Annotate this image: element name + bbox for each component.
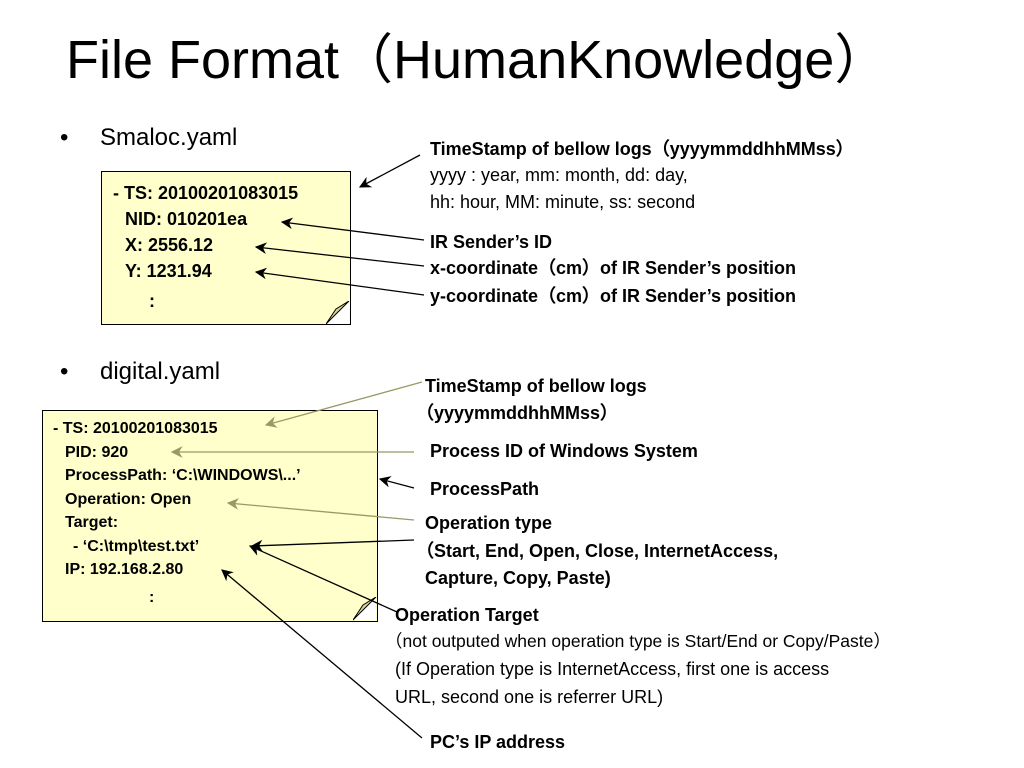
- code-line-processpath: ProcessPath: ‘C:\WINDOWS\...’: [65, 467, 301, 484]
- bullet-label-digital: digital.yaml: [100, 358, 221, 385]
- note-fold-corner: [326, 301, 350, 325]
- digital-code: - TS: 20100201083015 PID: 920 ProcessPat…: [53, 417, 301, 609]
- ann-timestamp-title: TimeStamp of bellow logs（yyyymmddhhMMss）: [430, 139, 854, 159]
- code-line-ip: IP: 192.168.2.80: [65, 561, 184, 578]
- code-line-x: X: 2556.12: [125, 235, 214, 255]
- code-line-pid: PID: 920: [65, 443, 129, 461]
- arrow-ts2: [264, 381, 423, 428]
- arrow-target: [248, 544, 398, 613]
- arrow-timestamp: [358, 154, 421, 188]
- note-fold-corner: [353, 597, 377, 621]
- ann-pid: Process ID of Windows System: [430, 441, 698, 461]
- ann-nid: IR Sender’s ID: [430, 232, 553, 252]
- ann-target-line3: (If Operation type is InternetAccess, fi…: [395, 659, 830, 679]
- smaloc-code: - TS: 20100201083015 NID: 010201ea X: 25…: [113, 180, 298, 314]
- arrow-x: [254, 242, 425, 267]
- code-line-y: Y: 1231.94: [125, 261, 212, 281]
- code-line-ts: - TS: 20100201083015: [113, 183, 299, 203]
- bullet-label-smaloc: Smaloc.yaml: [100, 124, 238, 151]
- ann-operation-line1: Operation type: [425, 513, 553, 533]
- arrow-nid: [280, 217, 425, 241]
- ann-ts2-line1: TimeStamp of bellow logs: [425, 376, 647, 396]
- code-line-operation: Operation: Open: [65, 490, 192, 508]
- ann-target-line1: Operation Target: [395, 605, 539, 625]
- arrow-operation: [226, 498, 415, 521]
- ann-x: x-coordinate（cm）of IR Sender’s position: [430, 258, 797, 278]
- ann-processpath: ProcessPath: [430, 479, 540, 499]
- arrow-operation-2: [250, 539, 415, 552]
- code-line-ellipsis: :: [149, 291, 155, 311]
- code-line-nid: NID: 010201ea: [125, 209, 248, 229]
- ann-y: y-coordinate（cm）of IR Sender’s position: [430, 286, 797, 306]
- code-line-ts: - TS: 20100201083015: [53, 420, 218, 437]
- arrow-y: [254, 267, 425, 296]
- ann-operation-line2: （Start, End, Open, Close, InternetAccess…: [416, 541, 779, 561]
- ann-operation-line3: Capture, Copy, Paste): [425, 568, 611, 588]
- ann-timestamp-line2: yyyy : year, mm: month, dd: day,: [430, 165, 688, 185]
- ann-target-line2: （not outputed when operation type is Sta…: [385, 631, 891, 651]
- ann-ts2-line2: （yyyymmddhhMMss）: [416, 403, 619, 423]
- ann-ip: PC’s IP address: [430, 732, 566, 752]
- ann-target-line4: URL, second one is referrer URL): [395, 687, 664, 707]
- arrow-ip: [221, 569, 423, 739]
- smaloc-note: [101, 171, 351, 325]
- bullet-digital: • digital.yaml: [60, 358, 221, 386]
- code-line-target-item: - ‘C:\tmp\test.txt’: [73, 537, 200, 555]
- ann-timestamp-line3: hh: hour, MM: minute, ss: second: [430, 192, 696, 212]
- code-line-ellipsis: :: [149, 588, 155, 606]
- digital-note: [42, 410, 378, 622]
- arrow-processpath: [378, 476, 415, 489]
- code-line-target: Target:: [65, 514, 119, 531]
- bullet-dot: •: [60, 358, 69, 385]
- slide-title: File Format（HumanKnowledge）: [66, 30, 889, 90]
- bullet-smaloc: • Smaloc.yaml: [60, 124, 238, 152]
- bullet-dot: •: [60, 124, 69, 151]
